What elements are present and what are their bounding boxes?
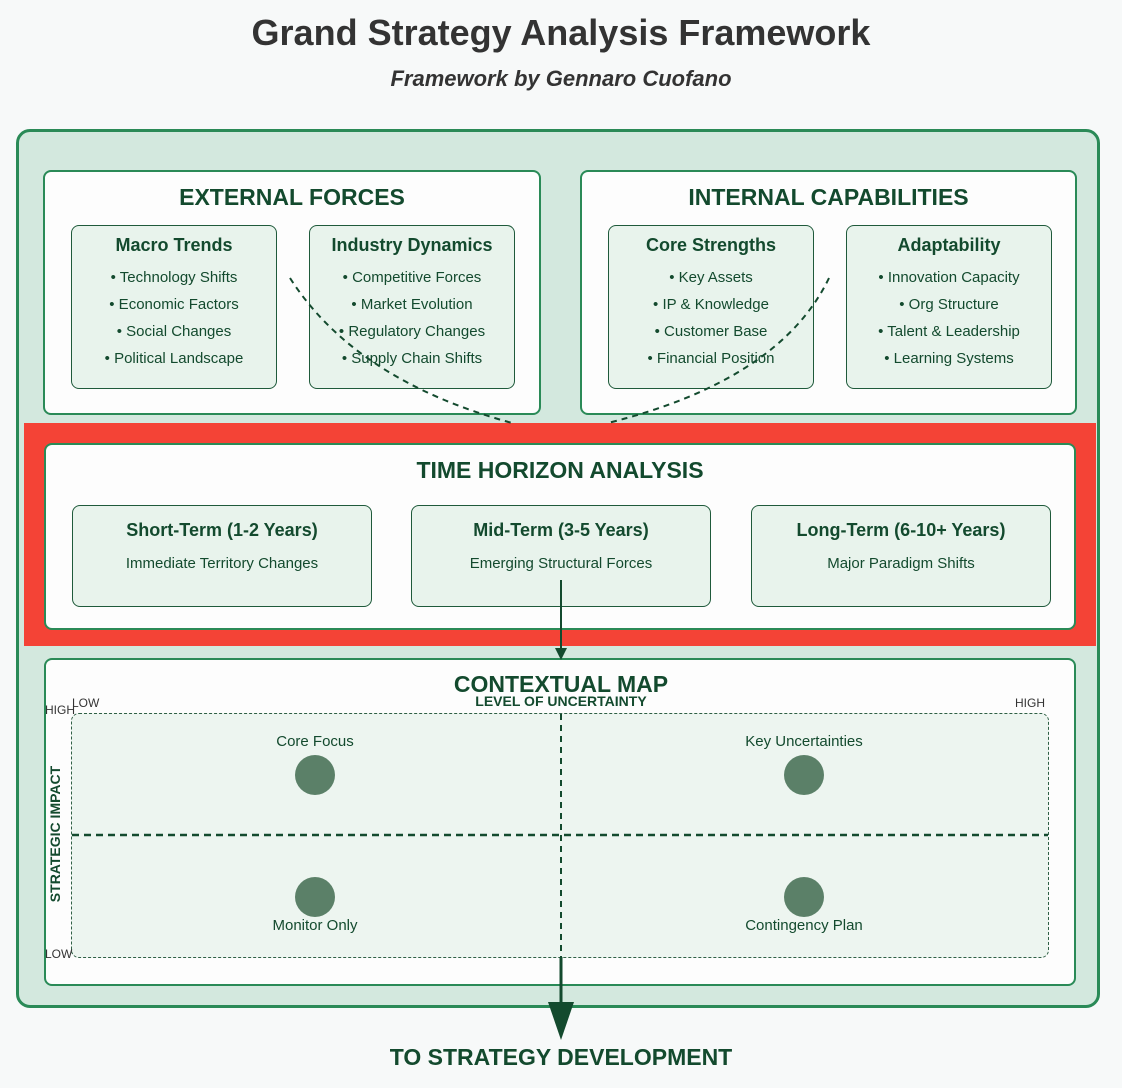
list-item: • Org Structure [899, 296, 999, 313]
core-strengths-card: Core Strengths • Key Assets • IP & Knowl… [608, 225, 814, 389]
list-item: • Customer Base [654, 323, 768, 340]
card-title: Short-Term (1-2 Years) [126, 520, 318, 540]
page-subtitle: Framework by Gennaro Cuofano [390, 66, 732, 91]
list-item: • Talent & Leadership [878, 323, 1020, 340]
list-item: • Political Landscape [104, 350, 244, 367]
list-item: • Key Assets [669, 269, 753, 286]
quadrant-key-uncertainties-dot [784, 755, 824, 795]
list-item: • Supply Chain Shifts [341, 350, 483, 367]
internal-connector-line [607, 277, 830, 424]
time-horizon-panel: TIME HORIZON ANALYSIS Short-Term (1-2 Ye… [44, 443, 1076, 630]
list-item: • Economic Factors [109, 296, 239, 313]
time-horizon-title: TIME HORIZON ANALYSIS [416, 457, 704, 483]
external-forces-panel: EXTERNAL FORCES Macro Trends • Technolog… [43, 170, 541, 415]
card-title: Long-Term (6-10+ Years) [796, 520, 1006, 540]
y-axis-low-label: LOW [45, 947, 73, 961]
strategy-arrow-head [548, 1002, 574, 1040]
x-axis-title: LEVEL OF UNCERTAINTY [475, 693, 647, 709]
list-item: • Technology Shifts [110, 269, 238, 286]
list-item: • Social Changes [116, 323, 232, 340]
quadrant-contingency-plan-label: Contingency Plan [745, 917, 863, 934]
long-term-card: Long-Term (6-10+ Years) Major Paradigm S… [751, 505, 1051, 607]
mid-term-arrow-head [555, 648, 567, 660]
list-item: • Market Evolution [351, 296, 473, 313]
quadrant-core-focus-dot [295, 755, 335, 795]
industry-dynamics-card: Industry Dynamics • Competitive Forces •… [309, 225, 515, 389]
quadrant-key-uncertainties-label: Key Uncertainties [745, 733, 863, 750]
list-item: • Financial Position [647, 350, 775, 367]
card-description: Immediate Territory Changes [125, 555, 319, 572]
x-axis-high-label: HIGH [1015, 696, 1045, 710]
external-connector-line [289, 277, 513, 424]
list-item: • Learning Systems [884, 350, 1014, 367]
quadrant-core-focus-label: Core Focus [276, 733, 354, 750]
internal-capabilities-title: INTERNAL CAPABILITIES [688, 184, 969, 210]
card-description: Major Paradigm Shifts [827, 555, 975, 572]
card-title: Core Strengths [645, 235, 777, 255]
quadrant-contingency-plan-dot [784, 877, 824, 917]
internal-capabilities-panel: INTERNAL CAPABILITIES Core Strengths • K… [580, 170, 1077, 415]
card-description: Emerging Structural Forces [469, 555, 653, 572]
y-axis-high-label: HIGH [45, 703, 75, 717]
quadrant-monitor-only-dot [295, 877, 335, 917]
adaptability-card: Adaptability • Innovation Capacity • Org… [846, 225, 1052, 389]
card-title: Mid-Term (3-5 Years) [473, 520, 649, 540]
macro-trends-card: Macro Trends • Technology Shifts • Econo… [71, 225, 277, 389]
external-forces-title: EXTERNAL FORCES [179, 184, 405, 210]
card-title: Industry Dynamics [331, 235, 493, 255]
x-axis-low-label: LOW [72, 696, 100, 710]
short-term-card: Short-Term (1-2 Years) Immediate Territo… [72, 505, 372, 607]
list-item: • Innovation Capacity [878, 269, 1020, 286]
page-title: Grand Strategy Analysis Framework [251, 12, 871, 53]
quadrant-monitor-only-label: Monitor Only [272, 917, 358, 934]
list-item: • Regulatory Changes [338, 323, 486, 340]
list-item: • IP & Knowledge [653, 296, 769, 313]
strategy-development-label: TO STRATEGY DEVELOPMENT [389, 1044, 733, 1070]
card-title: Macro Trends [115, 235, 233, 255]
list-item: • Competitive Forces [342, 269, 482, 286]
card-title: Adaptability [897, 235, 1001, 255]
contextual-map-title: CONTEXTUAL MAP [453, 671, 669, 697]
